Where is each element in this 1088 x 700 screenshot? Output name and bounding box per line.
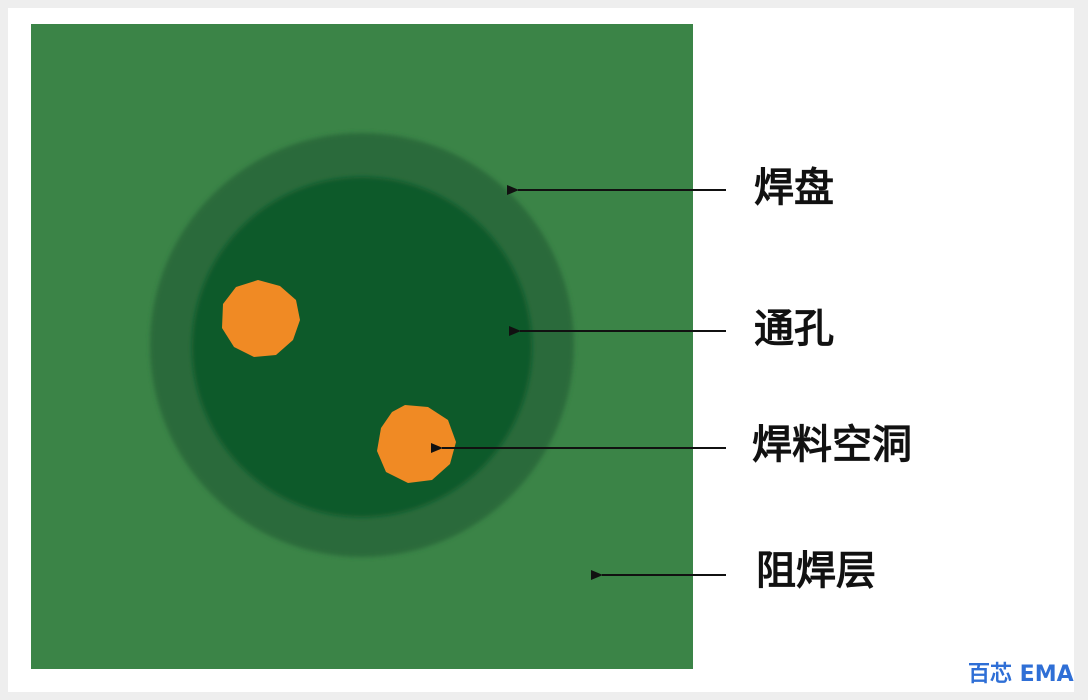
label-solder-void: 焊料空洞 (752, 422, 912, 468)
watermark-logo: 百芯 EMA (968, 662, 1074, 687)
solder-void-1 (222, 280, 300, 357)
label-via: 通孔 (754, 306, 834, 352)
label-solder-mask: 阻焊层 (756, 548, 876, 594)
solder-void-2 (377, 405, 456, 483)
label-pad: 焊盘 (754, 165, 834, 211)
